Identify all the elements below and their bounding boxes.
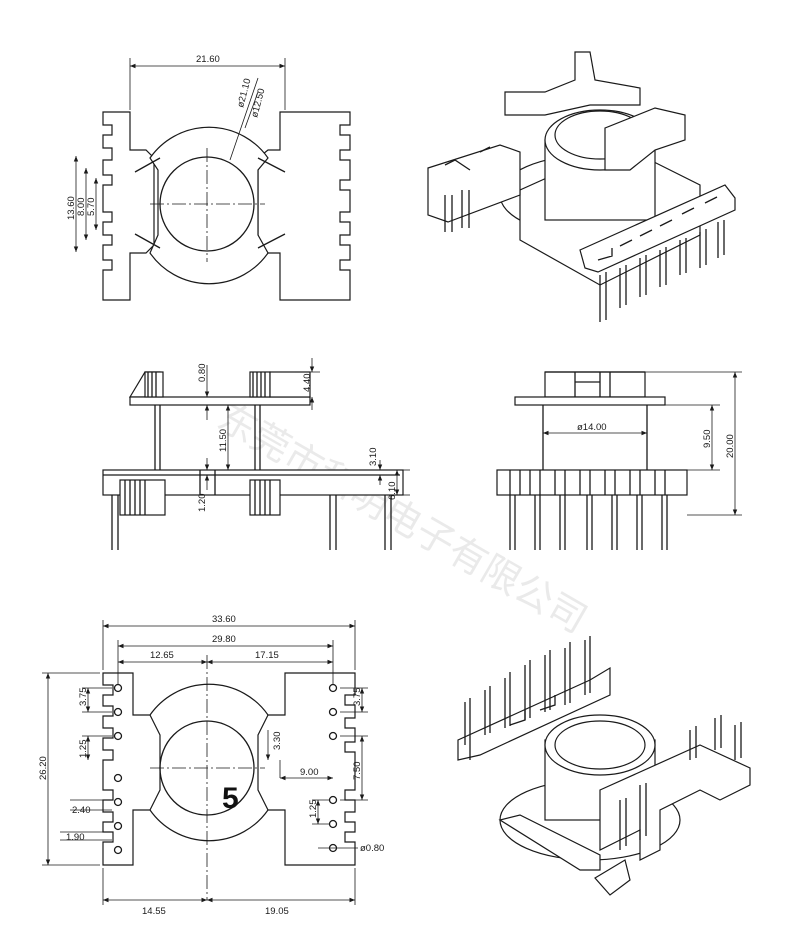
dim-gap-l: 1.25 [78,740,89,759]
dim-inner-dia: ø12.50 [249,87,267,118]
dim-pin-span: 29.80 [212,634,236,645]
callout-number: 5 [222,782,239,815]
dim-pitch-r: 3.75 [352,688,363,707]
bottom-view: 33.60 29.80 12.65 17.15 26.20 3.75 1.25 … [38,614,384,917]
dim-top-h: 4.40 [302,374,313,393]
dim-winding-h: 11.50 [218,429,229,452]
dim-overall-w: 33.60 [212,614,236,625]
dim-left-off: 12.65 [150,650,174,661]
dim-pitch-l: 3.75 [78,688,89,707]
dim-pin-dia: ø0.80 [360,843,384,854]
dim-row-dist: 9.00 [300,767,319,778]
front-view: 0.80 4.40 11.50 1.20 3.10 6.10 [102,358,410,550]
dim-v-dist: 7.50 [352,762,363,781]
dim-total-h: 20.00 [725,434,736,458]
dim-base-h1: 3.10 [368,448,379,467]
dim-base-gap: 1.20 [197,494,208,513]
dim-slot-8-00: 8.00 [76,198,87,217]
dim-core-dia: ø14.00 [577,422,607,433]
dim-flange-t: 0.80 [197,364,208,383]
dim-height: 26.20 [38,756,49,780]
dim-slot-5-70: 5.70 [86,198,97,217]
dim-slot-13-60: 13.60 [66,196,77,220]
dim-pin-pitch: 2.40 [72,805,91,816]
dim-outer-dia: ø21.10 [235,77,253,108]
dim-base-h2: 6.10 [387,482,398,501]
dim-left-half: 14.55 [142,906,166,917]
dim-gap-r: 1.25 [308,800,319,819]
dim-core-h: 9.50 [702,430,713,449]
dim-h-offset: 3.30 [272,732,283,751]
isometric-view-top [427,51,736,322]
isometric-view-bottom [457,636,751,896]
dim-width: 21.60 [196,54,220,65]
dim-right-off: 17.15 [255,650,279,661]
dim-right-half: 19.05 [265,906,289,917]
watermark: 东莞市和明电子有限公司 [211,395,595,642]
dim-edge: 1.90 [66,832,85,843]
side-view: ø14.00 9.50 20.00 [496,371,742,550]
top-view: 21.60 ø21.10 ø12.50 13.60 8.00 5.70 [66,54,351,301]
